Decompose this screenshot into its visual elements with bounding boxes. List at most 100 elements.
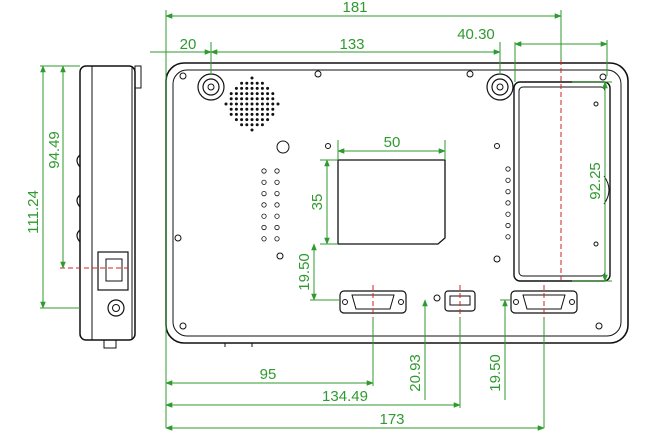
side-stand-top xyxy=(134,65,142,89)
dim-mount-offset: 20 xyxy=(180,36,197,53)
dim-cutout-height: 35 xyxy=(309,194,326,211)
side-power-jack-inner xyxy=(105,258,123,282)
dim-cutout-to-port: 19.50 xyxy=(296,253,313,291)
vent-holes-right xyxy=(505,166,511,240)
grill-hole xyxy=(240,81,244,85)
mount-screw-left xyxy=(197,73,225,101)
grill-hole xyxy=(255,92,259,96)
grill-hole xyxy=(250,107,254,111)
grill-hole xyxy=(245,97,249,101)
grill-hole xyxy=(255,118,259,122)
grill-hole xyxy=(260,81,264,85)
grill-hole xyxy=(255,97,259,101)
grill-hole xyxy=(245,112,249,116)
side-body xyxy=(79,65,136,341)
grill-hole xyxy=(245,118,249,122)
vent-hole xyxy=(505,189,511,195)
grill-hole xyxy=(266,102,270,106)
vent-hole xyxy=(274,213,280,219)
dim-port-mid: 134.49 xyxy=(322,388,368,405)
grill-hole xyxy=(266,97,270,101)
grill-hole xyxy=(260,123,264,127)
grill-hole xyxy=(250,76,254,80)
vent-hole xyxy=(274,224,280,231)
vent-hole xyxy=(505,211,511,217)
grill-hole xyxy=(255,123,259,127)
dim-compartment-height: 92.25 xyxy=(587,162,604,200)
grill-hole xyxy=(250,128,254,132)
dim-right-offset: 40.30 xyxy=(457,26,495,43)
dimension-lines: 181 20 133 40.30 50 95 134.49 173 111.24… xyxy=(25,0,612,431)
vent-hole xyxy=(274,168,280,174)
grill-hole xyxy=(234,86,238,90)
vent-hole xyxy=(505,177,511,183)
grill-hole xyxy=(250,81,254,85)
vent-hole xyxy=(274,191,280,197)
vent-hole xyxy=(261,213,267,219)
grill-hole xyxy=(229,112,233,116)
grill-hole xyxy=(250,123,254,127)
grill-hole xyxy=(240,107,244,111)
vent-hole xyxy=(274,202,280,208)
grill-hole xyxy=(266,112,270,116)
grill-hole xyxy=(245,81,249,85)
grill-hole xyxy=(276,102,280,106)
speaker-grill xyxy=(224,76,280,132)
vent-hole xyxy=(505,222,511,229)
grill-hole xyxy=(266,107,270,111)
grill-hole xyxy=(255,102,259,106)
grill-hole xyxy=(250,112,254,116)
grill-hole xyxy=(250,92,254,96)
grill-hole xyxy=(240,92,244,96)
vent-hole xyxy=(261,179,267,185)
grill-hole xyxy=(260,107,264,111)
side-dc-socket xyxy=(107,299,125,317)
grill-hole xyxy=(255,107,259,111)
vent-hole xyxy=(505,234,511,240)
grill-hole xyxy=(260,86,264,90)
mounting-cutout xyxy=(337,159,446,245)
grill-hole xyxy=(229,102,233,106)
grill-hole xyxy=(229,97,233,101)
grill-hole xyxy=(271,112,275,116)
grill-hole xyxy=(255,112,259,116)
side-view xyxy=(60,65,142,349)
vent-hole xyxy=(261,202,267,208)
side-power-jack xyxy=(97,251,129,291)
grill-hole xyxy=(229,107,233,111)
grill-hole xyxy=(266,118,270,122)
dim-usb-height: 20.93 xyxy=(407,354,424,392)
vent-hole xyxy=(261,224,267,231)
vent-hole xyxy=(274,236,280,242)
grill-hole xyxy=(250,118,254,122)
grill-hole xyxy=(271,107,275,111)
grill-hole xyxy=(260,92,264,96)
grill-hole xyxy=(240,123,244,127)
grill-hole xyxy=(266,92,270,96)
vent-hole xyxy=(274,179,280,185)
grill-hole xyxy=(234,112,238,116)
vent-hole xyxy=(261,191,267,197)
grill-hole xyxy=(240,102,244,106)
rear-inner-border xyxy=(172,69,622,337)
grill-hole xyxy=(245,102,249,106)
grill-hole xyxy=(271,92,275,96)
dim-mount-spacing: 133 xyxy=(339,36,364,53)
grill-hole xyxy=(240,97,244,101)
grill-hole xyxy=(240,112,244,116)
grill-hole xyxy=(260,102,264,106)
grill-hole xyxy=(266,86,270,90)
dim-port-left: 95 xyxy=(260,366,277,383)
grill-hole xyxy=(260,97,264,101)
grill-hole xyxy=(234,118,238,122)
grill-hole xyxy=(224,102,228,106)
dim-side-inner-height: 94.49 xyxy=(46,131,63,169)
vent-holes-left xyxy=(261,168,280,242)
dim-overall-width: 181 xyxy=(342,0,367,16)
mount-screw-right xyxy=(486,73,514,101)
rear-view xyxy=(165,60,629,347)
grill-hole xyxy=(271,97,275,101)
grill-hole xyxy=(255,86,259,90)
grill-hole xyxy=(250,86,254,90)
